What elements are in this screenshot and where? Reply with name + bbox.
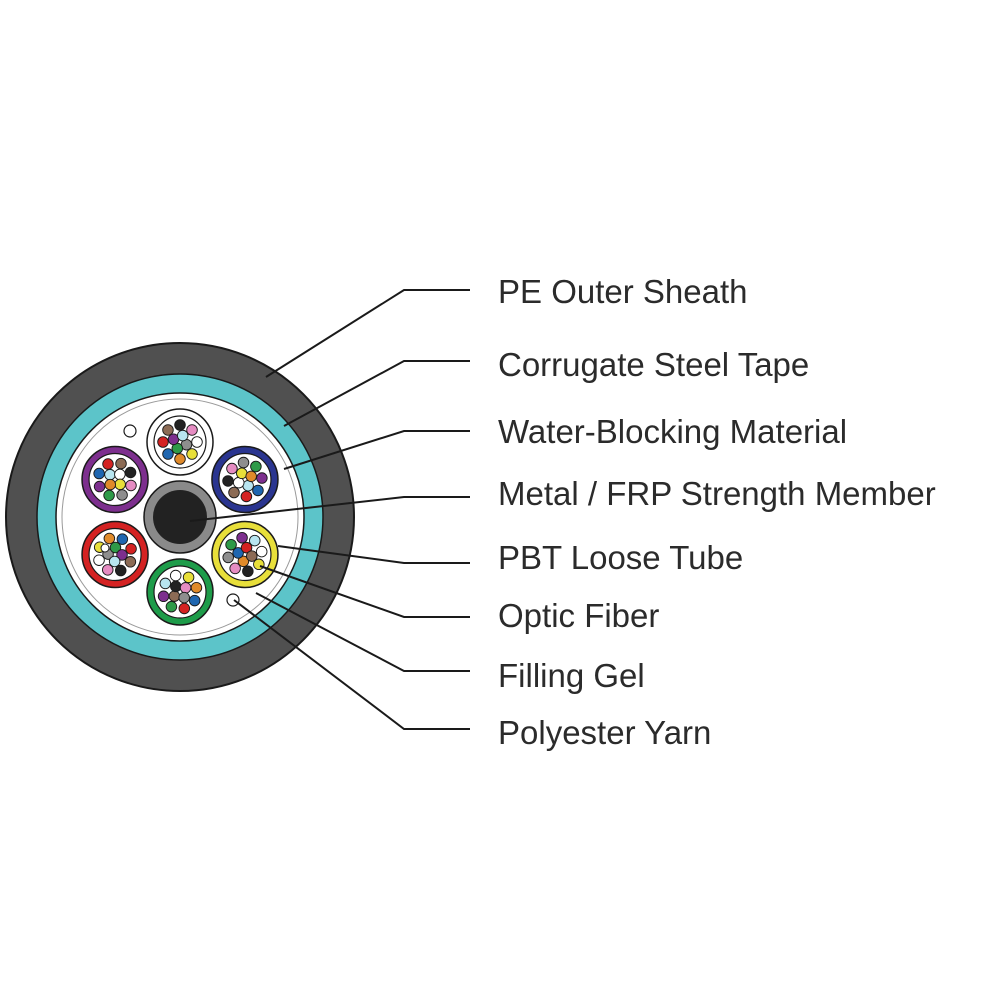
optic-fiber: [157, 436, 169, 448]
optic-fiber: [174, 419, 186, 431]
optic-fiber: [114, 564, 127, 577]
optic-fiber: [240, 541, 253, 554]
optic-fiber: [162, 448, 174, 460]
optic-fiber: [93, 554, 105, 566]
optic-fiber: [229, 562, 241, 575]
filling-gel-area: [88, 452, 142, 507]
optic-fiber: [191, 436, 203, 448]
optic-fiber: [101, 564, 114, 576]
loose-tube: [81, 445, 149, 514]
label-pe-outer-sheath: PE Outer Sheath: [498, 273, 747, 310]
optic-fiber: [179, 582, 192, 594]
strength-member-core: [153, 490, 207, 544]
leader-line-pbt-loose-tube: [277, 545, 470, 564]
leader-line-pe-outer-sheath: [265, 289, 470, 378]
optic-fiber: [170, 580, 182, 593]
optic-fiber: [168, 590, 181, 602]
label-polyester-yarn: Polyester Yarn: [498, 714, 711, 751]
cable-cross-section: [5, 342, 355, 692]
optic-fiber: [124, 466, 137, 479]
polyester-yarn-strand: [123, 424, 137, 438]
optic-fiber: [255, 545, 268, 558]
loose-tube: [211, 520, 279, 589]
label-pbt-loose-tube: PBT Loose Tube: [498, 539, 743, 576]
optic-fiber: [252, 484, 264, 497]
optic-fiber: [116, 549, 128, 561]
leader-line-filling-gel: [255, 592, 470, 672]
optic-fiber: [240, 490, 253, 503]
polyester-yarn-strand: [100, 543, 110, 553]
optic-fiber: [237, 555, 250, 568]
loose-tubes: [81, 408, 279, 626]
optic-fiber: [108, 555, 121, 568]
optic-fiber: [256, 472, 268, 484]
optic-fiber: [125, 479, 137, 492]
optic-fiber: [237, 456, 250, 469]
optic-fiber: [169, 569, 182, 582]
polyester-yarn-strand: [226, 593, 240, 607]
optic-fiber: [162, 424, 174, 436]
label-strength-member: Metal / FRP Strength Member: [498, 475, 936, 512]
optic-fiber: [228, 486, 240, 499]
loose-tube: [81, 520, 149, 589]
optic-fiber: [114, 468, 126, 481]
optic-fiber: [103, 532, 116, 545]
leader-line-polyester-yarn: [233, 599, 470, 730]
label-corrugate-steel-tape: Corrugate Steel Tape: [498, 346, 809, 383]
label-leader-lines: [189, 289, 470, 730]
optic-fiber: [245, 470, 257, 483]
optic-fiber: [103, 489, 115, 502]
optic-fiber: [116, 489, 128, 501]
optic-fiber: [232, 547, 244, 559]
optic-fiber: [236, 531, 248, 544]
component-labels: PE Outer Sheath Corrugate Steel Tape Wat…: [498, 273, 936, 751]
optic-fiber: [93, 480, 106, 493]
optic-fiber: [102, 458, 114, 470]
optic-fiber: [242, 565, 254, 578]
filling-gel-area: [88, 527, 142, 582]
label-optic-fiber: Optic Fiber: [498, 597, 659, 634]
optic-fiber: [165, 600, 178, 613]
optic-fiber: [246, 550, 258, 562]
optic-fiber: [182, 571, 195, 584]
leader-line-strength-member: [189, 496, 470, 522]
optic-fiber: [190, 581, 203, 594]
label-filling-gel: Filling Gel: [498, 657, 645, 694]
optic-fiber: [159, 577, 172, 590]
optic-fiber: [226, 462, 238, 475]
optic-fiber: [104, 478, 116, 491]
optic-fiber: [116, 533, 129, 545]
inner-binder-layer: [61, 398, 299, 636]
optic-fiber: [222, 475, 234, 487]
loose-tube: [146, 558, 214, 626]
loose-tube: [211, 445, 279, 514]
optic-fiber: [225, 538, 237, 551]
label-water-blocking-material: Water-Blocking Material: [498, 413, 847, 450]
leader-line-optic-fiber: [259, 565, 470, 618]
leader-line-water-blocking-material: [283, 430, 470, 470]
optic-fiber: [114, 478, 126, 491]
optic-fiber: [178, 602, 191, 615]
optic-fiber: [109, 541, 122, 554]
optic-fiber: [115, 457, 127, 470]
optic-fiber: [178, 591, 190, 604]
optic-fiber: [124, 556, 137, 568]
optic-fiber: [222, 551, 234, 564]
optic-fiber: [186, 424, 198, 436]
optic-fiber: [249, 534, 261, 547]
optic-fiber: [93, 467, 105, 480]
loose-tube: [146, 408, 214, 476]
optic-fiber: [157, 590, 170, 603]
optic-fiber: [188, 594, 201, 607]
optic-fiber: [104, 468, 116, 481]
optic-fiber: [176, 429, 189, 442]
optic-fiber: [125, 543, 137, 555]
optic-fiber: [174, 453, 186, 465]
leader-line-corrugate-steel-tape: [283, 360, 470, 427]
optic-fiber: [186, 448, 198, 460]
optic-fiber: [250, 460, 262, 473]
